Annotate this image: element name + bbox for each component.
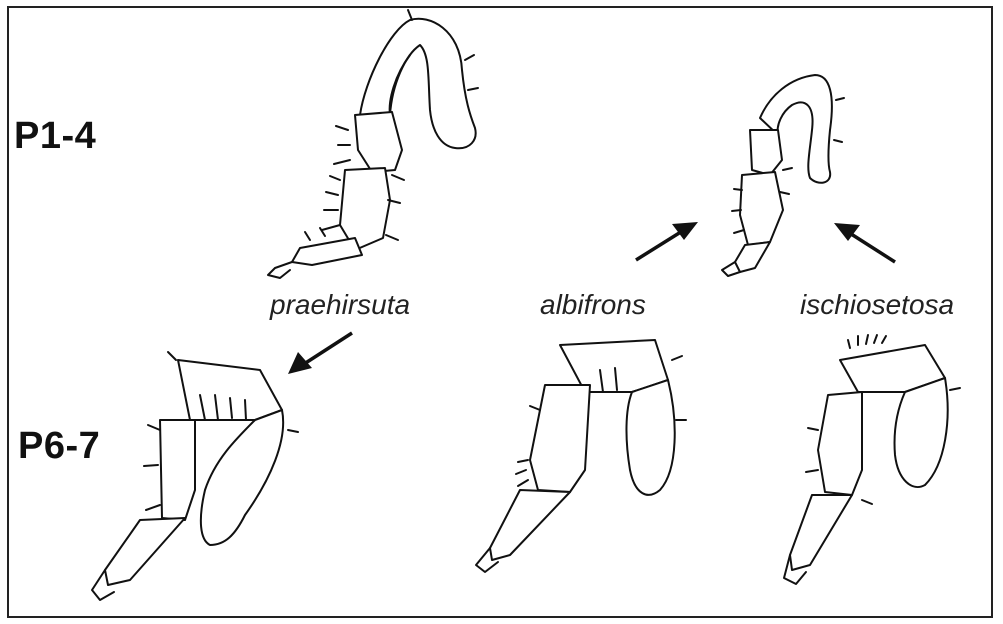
leg-albifrons-p6-7 (476, 340, 686, 572)
leg-praehirsuta-p6-7 (92, 352, 298, 600)
arrow-to-ischiosetosa-p1-4 (834, 223, 895, 262)
arrow-to-albifrons-p1-4 (636, 222, 698, 260)
leg-albifrons-p1-4 (722, 75, 844, 276)
arrow-to-praehirsuta-p6-7 (288, 333, 352, 374)
leg-praehirsuta-p1-4 (268, 10, 478, 278)
leg-ischiosetosa-p6-7 (784, 335, 960, 584)
